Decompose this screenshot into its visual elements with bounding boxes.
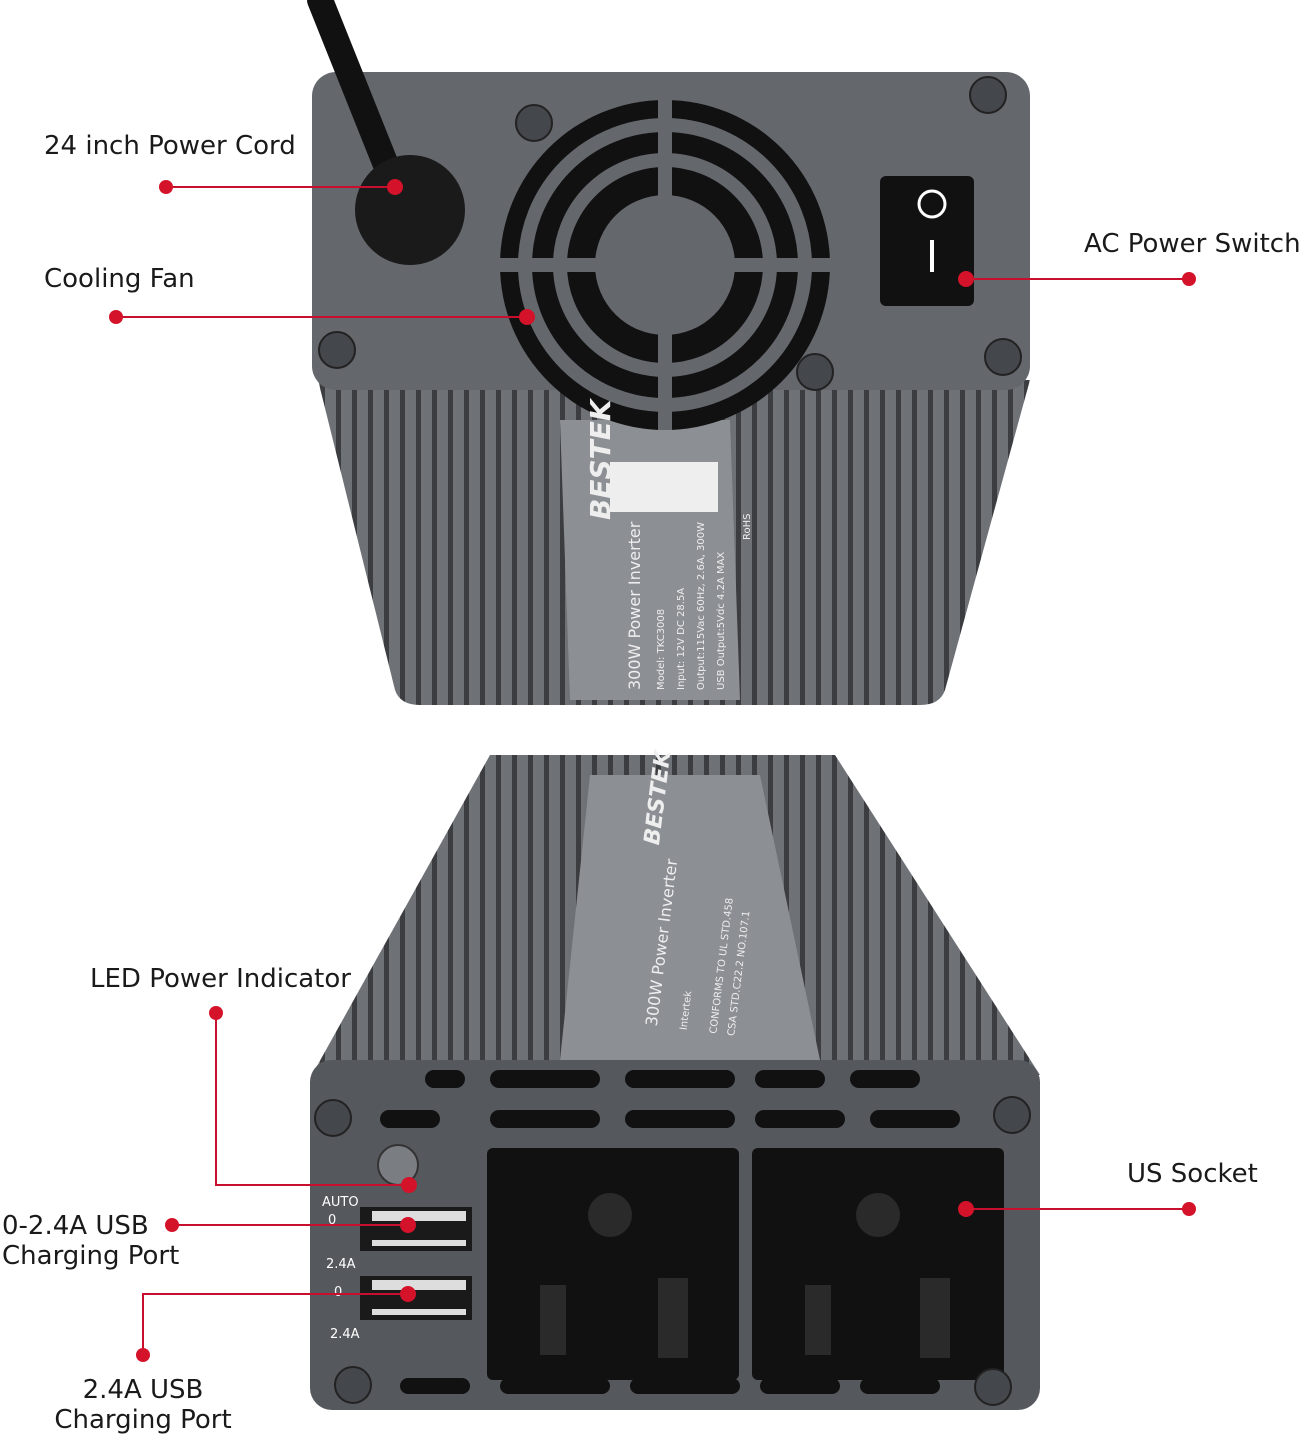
label-title: 300W Power Inverter: [625, 521, 644, 690]
label-rohs: RoHS: [742, 514, 753, 540]
callout-led-indicator: LED Power Indicator: [90, 964, 351, 994]
label-usb-output: USB Output:5Vdc 4.2A MAX: [716, 552, 727, 690]
top-inverter: BESTEK 300W Power Inverter Model: TKC300…: [307, 0, 1030, 705]
callout-lines: [116, 186, 1189, 1355]
screw-icons: [318, 76, 1022, 391]
cooling-fan: [500, 100, 830, 430]
callout-usb-auto-line2: Charging Port: [2, 1241, 180, 1271]
callout-usb-auto-line1: 0-2.4A USB: [2, 1211, 149, 1241]
qr-code: [610, 462, 718, 512]
port1-high: 2.4A: [326, 1257, 356, 1272]
port1-low: 0: [328, 1213, 336, 1228]
callout-usb-fixed-line2: Charging Port: [54, 1405, 232, 1435]
usb-port-2: [360, 1276, 472, 1320]
label-intertek: Intertek: [679, 990, 695, 1031]
ac-power-switch: [880, 176, 974, 306]
callout-dots: [109, 179, 1196, 1362]
callout-usb-fixed-line1: 2.4A USB: [82, 1375, 204, 1405]
us-socket-left: [487, 1148, 739, 1380]
label-model: Model: TKC3008: [656, 609, 667, 690]
callout-ac-switch: AC Power Switch: [1084, 229, 1300, 259]
auto-label: AUTO: [322, 1195, 359, 1210]
port2-low: 0: [334, 1285, 342, 1300]
us-socket-right: [752, 1148, 1004, 1380]
vent-slots: [380, 1070, 960, 1394]
callout-us-socket: US Socket: [1127, 1159, 1258, 1189]
callout-power-cord: 24 inch Power Cord: [44, 131, 296, 161]
usb-port-1: [360, 1207, 472, 1251]
label-input: Input: 12V DC 28.5A: [676, 588, 687, 690]
bottom-inverter: BESTEK 300W Power Inverter Intertek CONF…: [310, 747, 1040, 1410]
bottom-label-panel: [560, 775, 820, 1060]
label-output: Output:115Vac 60Hz, 2.6A, 300W: [696, 522, 707, 690]
callout-cooling-fan: Cooling Fan: [44, 264, 195, 294]
port2-high: 2.4A: [330, 1327, 360, 1342]
